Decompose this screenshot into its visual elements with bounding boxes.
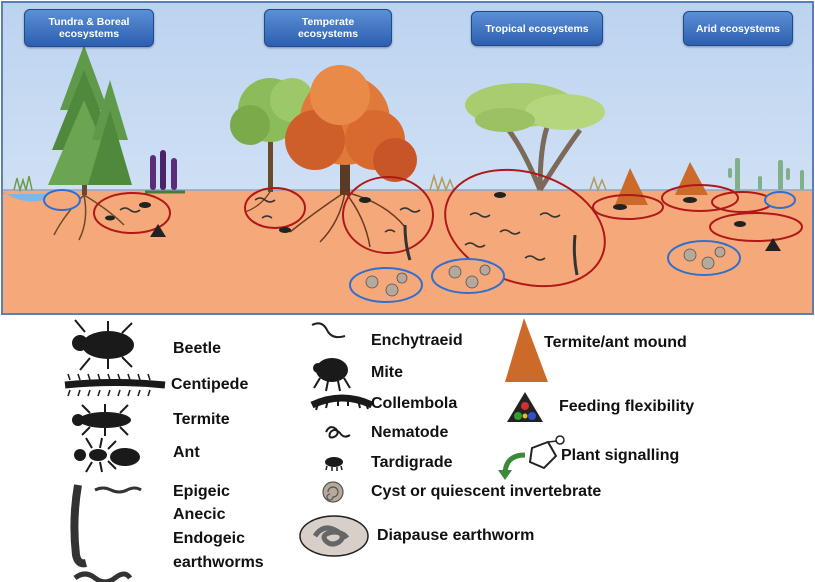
- mite-icon: [313, 358, 350, 391]
- legend-centipede: Centipede: [171, 376, 248, 394]
- legend-mite: Mite: [371, 364, 403, 382]
- legend-earthworm-endogeic: Endogeic: [173, 530, 245, 548]
- legend-collembola: Collembola: [371, 395, 457, 413]
- earthworms-icon: [74, 485, 141, 582]
- dormant-fauna-zone: [668, 241, 740, 275]
- enchytraeid-icon: [312, 323, 345, 337]
- legend-earthworm-anecic: Anecic: [173, 506, 225, 524]
- centipede-icon: [65, 374, 165, 396]
- dormant-fauna-zone: [765, 192, 795, 208]
- legend-enchytraeid: Enchytraeid: [371, 332, 463, 350]
- biome-label-tropical: Tropical ecosystems: [471, 11, 603, 46]
- dormant-fauna-zone: [432, 259, 504, 293]
- termite-icon: [72, 404, 131, 436]
- nematode-icon: [326, 427, 350, 437]
- legend-beetle: Beetle: [173, 340, 221, 358]
- legend-tardigrade: Tardigrade: [371, 454, 453, 472]
- ant-icon: [74, 438, 140, 472]
- legend-nematode: Nematode: [371, 424, 448, 442]
- legend-earthworm-epigeic: Epigeic: [173, 483, 230, 501]
- biome-label-temperate: Temperate ecosystems: [264, 9, 392, 47]
- collembola-icon: [312, 398, 372, 410]
- termite-mound-icon: [505, 318, 548, 382]
- legend-plant-signalling: Plant signalling: [561, 447, 679, 465]
- biome-label-arid: Arid ecosystems: [683, 11, 793, 46]
- legend-termite: Termite: [173, 411, 230, 429]
- plant-signalling-icon: [498, 436, 564, 480]
- legend-diapause-earthworm: Diapause earthworm: [377, 527, 534, 545]
- legend-feeding-flexibility: Feeding flexibility: [559, 398, 694, 416]
- beetle-icon: [72, 320, 134, 370]
- dormant-fauna-zone: [44, 190, 80, 210]
- cyst-icon: [323, 482, 343, 502]
- tardigrade-icon: [325, 457, 343, 471]
- feeding-flexibility-icon: [507, 392, 543, 422]
- dormant-fauna-zone: [350, 268, 422, 302]
- diapause-earthworm-icon: [300, 516, 368, 556]
- legend-termite-mound: Termite/ant mound: [544, 334, 687, 352]
- legend-ant: Ant: [173, 444, 200, 462]
- biome-label-tundra: Tundra & Boreal ecosystems: [24, 9, 154, 47]
- legend-earthworm-suffix: earthworms: [173, 554, 264, 572]
- legend-cyst: Cyst or quiescent invertebrate: [371, 483, 601, 501]
